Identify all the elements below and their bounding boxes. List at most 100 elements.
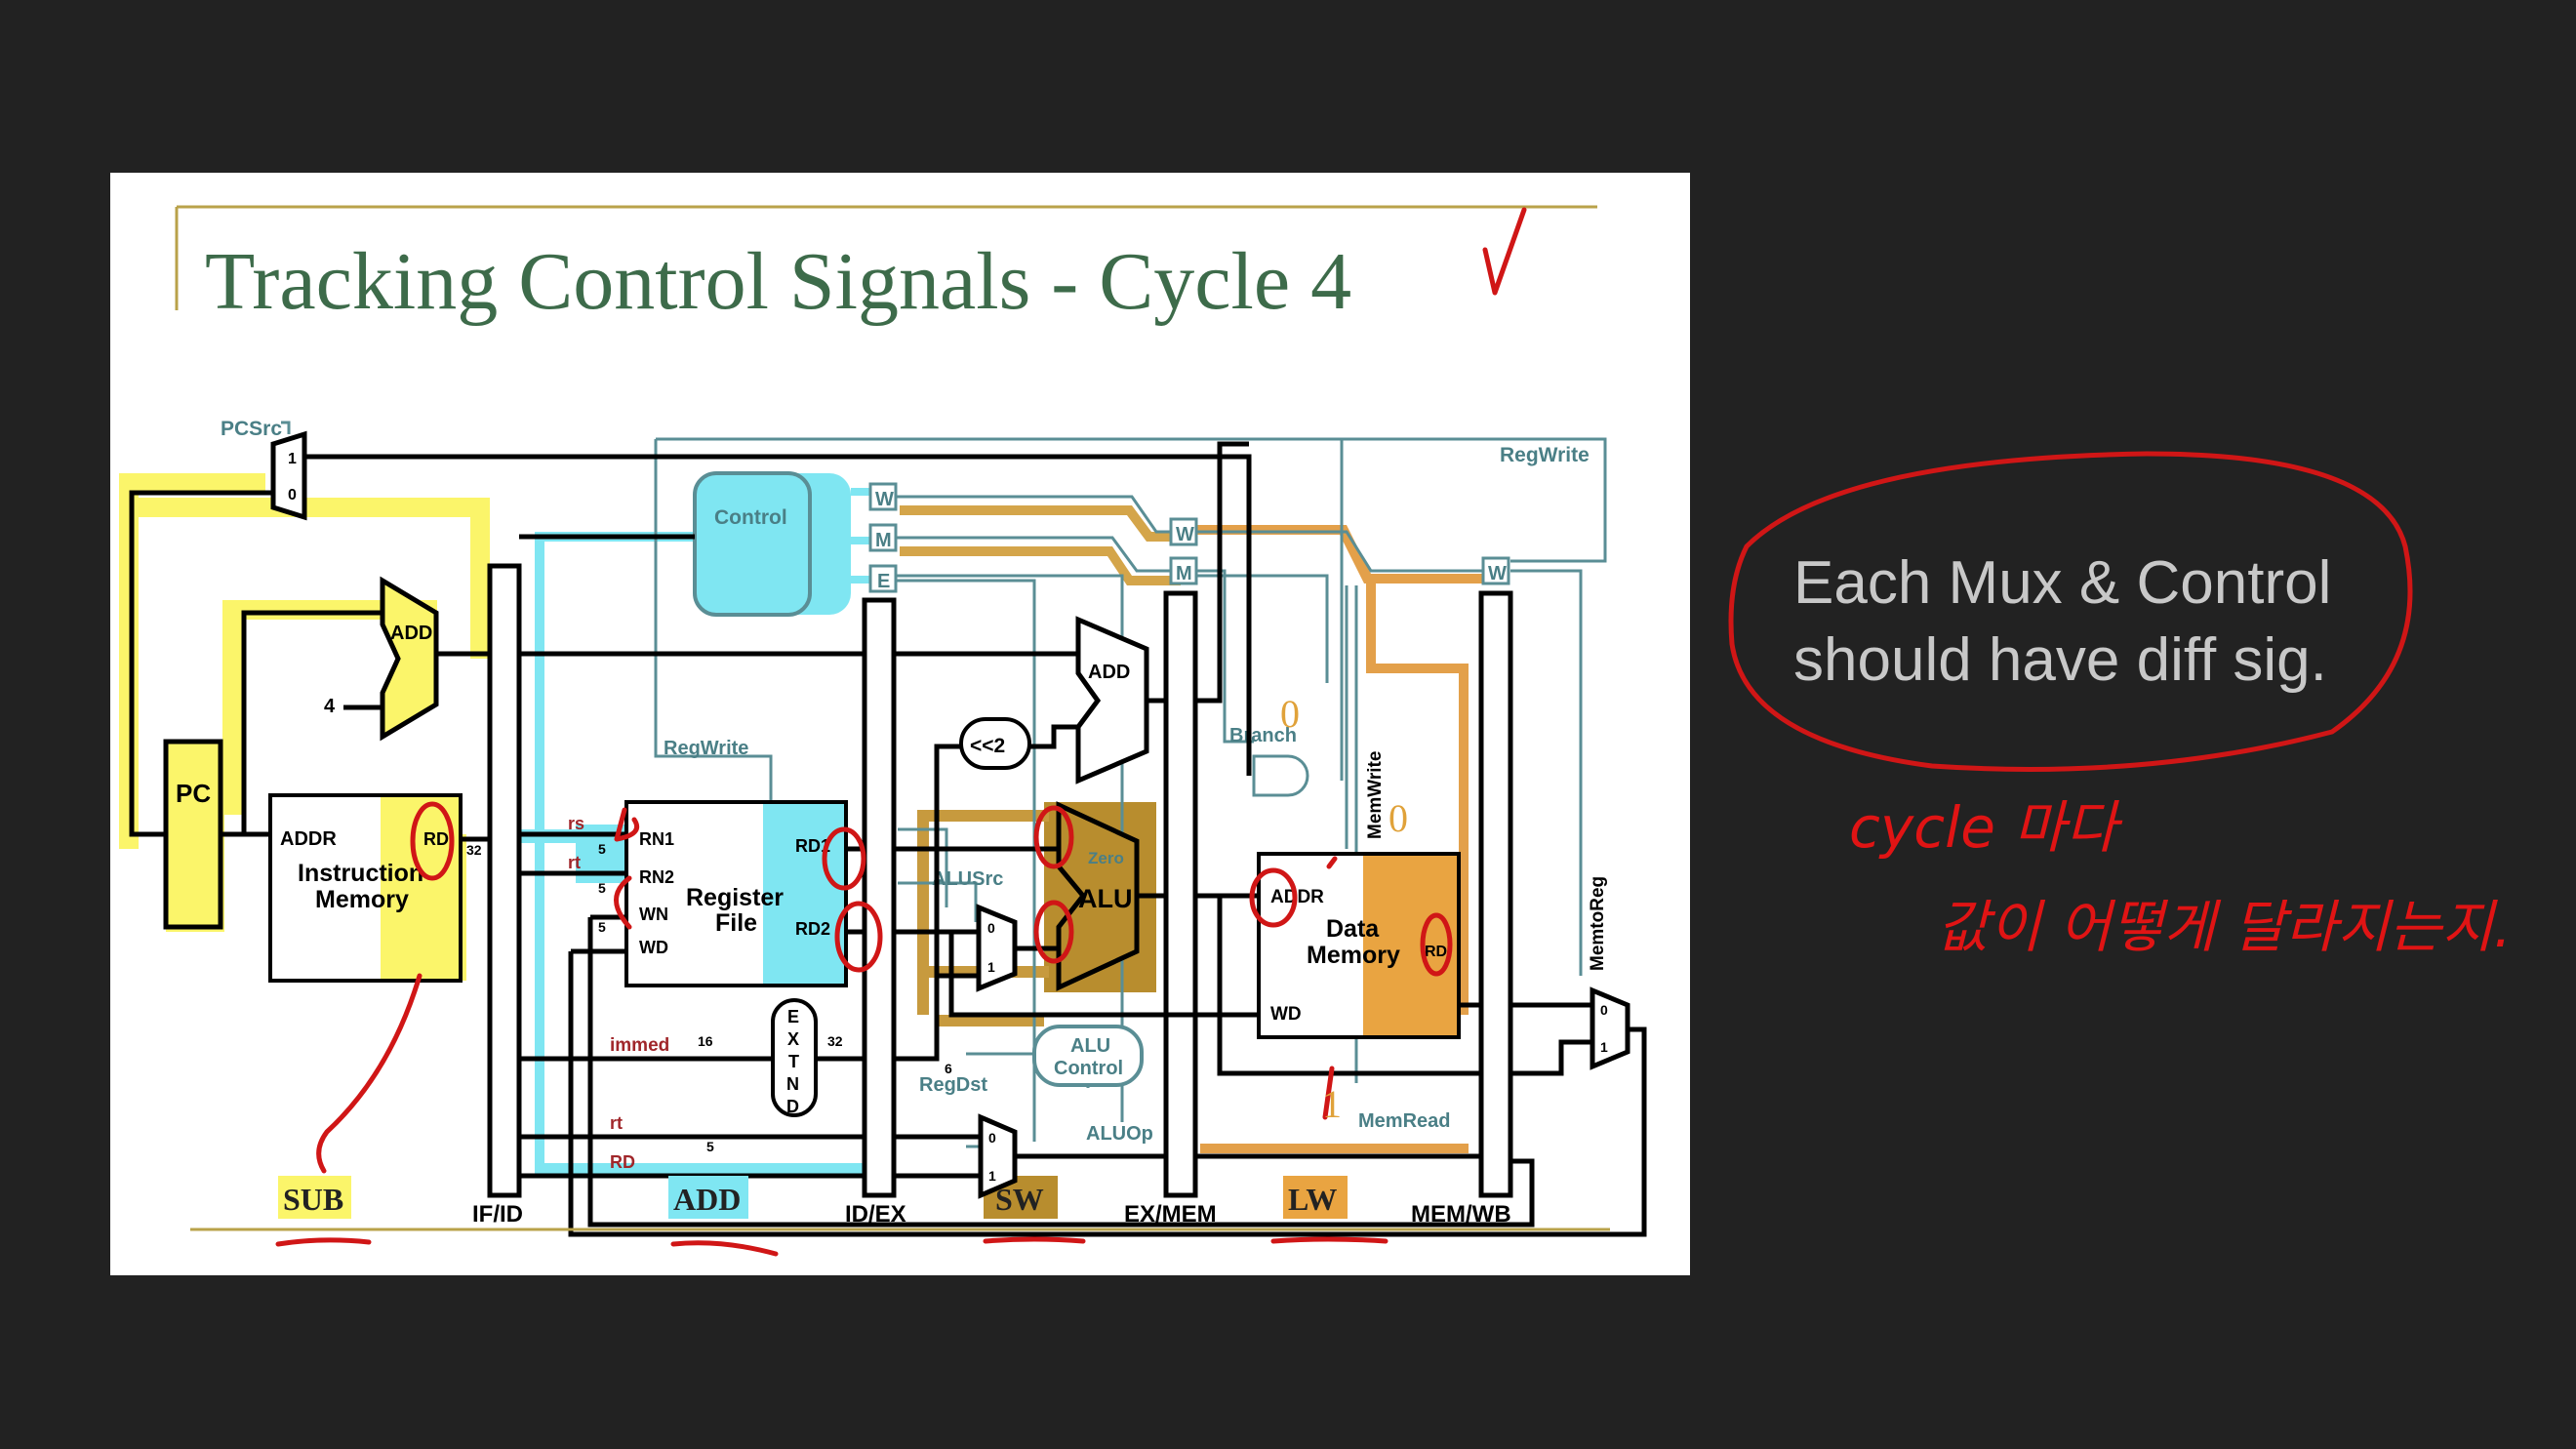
ex-mem-label: EX/MEM — [1124, 1201, 1217, 1228]
svg-text:ALU: ALU — [1070, 1035, 1110, 1057]
handwriting-line-1: cycle 마다 — [1849, 794, 2123, 861]
svg-text:E: E — [877, 571, 890, 592]
svg-text:N: N — [786, 1074, 799, 1094]
branch-adder — [1075, 616, 1149, 785]
memtoreg-mux — [1590, 986, 1630, 1070]
svg-text:ADDR: ADDR — [1270, 887, 1324, 907]
note-line-2: should have diff sig. — [1793, 626, 2327, 694]
aluop-label: ALUOp — [1086, 1123, 1153, 1145]
alusrc-label: ALUSrc — [932, 868, 1003, 890]
svg-text:Control: Control — [1054, 1058, 1123, 1079]
memwrite-zero-annotation: 0 — [1389, 796, 1408, 840]
svg-text:32: 32 — [827, 1033, 843, 1049]
svg-text:Control: Control — [714, 506, 787, 529]
if-id-label: IF/ID — [472, 1201, 523, 1228]
svg-text:Data: Data — [1326, 915, 1380, 943]
branch-and-gate — [1252, 754, 1309, 797]
branch-label: Branch — [1229, 725, 1297, 746]
stage-lw: LW — [1288, 1182, 1337, 1217]
svg-text:rt: rt — [568, 853, 581, 872]
svg-text:RN2: RN2 — [639, 867, 674, 887]
mem-wb-label: MEM/WB — [1411, 1201, 1511, 1228]
svg-text:rs: rs — [568, 814, 584, 833]
svg-text:1: 1 — [288, 451, 297, 467]
svg-text:rt: rt — [610, 1113, 623, 1133]
stage-sw: SW — [995, 1182, 1044, 1217]
checkmark-annotation — [1482, 207, 1527, 296]
svg-text:5: 5 — [598, 880, 606, 896]
svg-text:32: 32 — [466, 842, 482, 858]
pcsrc-wire — [281, 421, 291, 434]
svg-text:W: W — [1176, 524, 1194, 545]
regdst-label: RegDst — [919, 1074, 987, 1096]
svg-text:X: X — [787, 1029, 799, 1049]
stage-add-bg — [668, 1176, 748, 1219]
idex-control-fields: W M E — [868, 482, 898, 593]
pcsrc-label: PCSrc — [221, 418, 282, 440]
stage-sub: SUB — [283, 1182, 343, 1217]
svg-text:RD: RD — [1425, 944, 1447, 960]
handwriting-line-2: 값이 어떻게 달라지는지. — [1937, 894, 2512, 960]
id-ex-register — [862, 597, 897, 1198]
svg-text:<<2: <<2 — [970, 735, 1005, 757]
svg-text:Zero: Zero — [1088, 849, 1124, 867]
if-id-register — [487, 563, 522, 1198]
exmem-control-fields: W M — [1169, 517, 1198, 585]
svg-text:WD: WD — [639, 938, 668, 957]
svg-text:16: 16 — [698, 1033, 713, 1049]
constant-four: 4 — [324, 696, 336, 717]
immed-label: immed — [610, 1035, 669, 1056]
svg-text:0: 0 — [1600, 1002, 1608, 1018]
svg-text:RD1: RD1 — [795, 836, 830, 856]
svg-text:0: 0 — [987, 920, 995, 936]
svg-text:RD2: RD2 — [795, 919, 830, 939]
svg-text:W: W — [875, 489, 894, 510]
memread-one-annotation: 1 — [1322, 1082, 1342, 1126]
slide-title: Tracking Control Signals - Cycle 4 — [205, 236, 1351, 327]
svg-text:5: 5 — [706, 1139, 714, 1154]
svg-text:D: D — [786, 1097, 799, 1116]
svg-text:ADDR: ADDR — [280, 828, 337, 850]
svg-text:W: W — [1488, 563, 1507, 584]
svg-text:ALU: ALU — [1078, 884, 1133, 913]
regwrite-mid-label: RegWrite — [664, 738, 748, 759]
pcsrc-mux: 1 0 — [270, 430, 307, 521]
pc-label: PC — [176, 779, 211, 808]
svg-text:5: 5 — [598, 841, 606, 857]
memwrite-label: MemWrite — [1365, 751, 1386, 839]
svg-text:Memory: Memory — [1307, 942, 1400, 969]
note-circle — [1728, 451, 2413, 772]
svg-text:T: T — [788, 1052, 799, 1071]
svg-text:RN1: RN1 — [639, 829, 674, 849]
id-ex-label: ID/EX — [845, 1201, 906, 1228]
svg-text:E: E — [787, 1007, 799, 1026]
pc-register — [163, 739, 223, 930]
alusrc-mux — [976, 904, 1018, 992]
regdst-mux — [978, 1113, 1018, 1199]
svg-text:M: M — [875, 530, 892, 551]
ink-annotations — [275, 801, 1453, 1257]
mem-wb-register — [1478, 590, 1513, 1198]
svg-text:RD: RD — [610, 1152, 635, 1172]
alu — [1056, 801, 1140, 991]
svg-text:5: 5 — [598, 919, 606, 935]
control-unit — [693, 471, 812, 617]
stage-add: ADD — [673, 1182, 741, 1217]
memread-label: MemRead — [1358, 1110, 1450, 1132]
branch-zero-annotation: 0 — [1280, 692, 1300, 736]
svg-text:1: 1 — [988, 1168, 996, 1184]
svg-text:File: File — [715, 909, 757, 937]
svg-text:1: 1 — [987, 959, 995, 975]
svg-text:ADD: ADD — [1088, 662, 1130, 683]
memtoreg-label: MemtoReg — [1588, 876, 1608, 971]
svg-text:0: 0 — [988, 1130, 996, 1146]
note-line-1: Each Mux & Control — [1793, 549, 2331, 617]
memwb-control-fields: W — [1481, 556, 1510, 585]
svg-text:1: 1 — [1600, 1039, 1608, 1055]
svg-text:WD: WD — [1270, 1004, 1302, 1025]
ex-mem-register — [1163, 590, 1198, 1198]
svg-text:0: 0 — [288, 487, 297, 503]
shift-left-2 — [959, 717, 1031, 770]
stage-sub-bg — [278, 1176, 351, 1219]
